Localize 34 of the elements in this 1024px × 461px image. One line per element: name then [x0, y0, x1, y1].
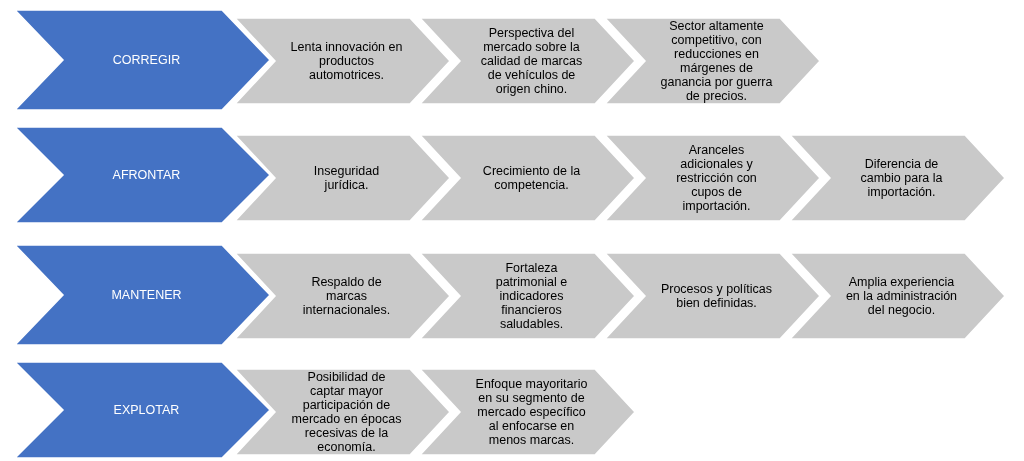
factor-banner: [420, 18, 635, 104]
item-text: Aranceles adicionales y restricción con cupos de importación.: [675, 143, 758, 213]
factor-banner: [235, 253, 450, 339]
item-text: Lenta innovación en productos automotrices.: [290, 40, 403, 82]
strategy-label: EXPLOTAR: [112, 403, 181, 417]
strategy-label: CORREGIR: [111, 53, 182, 67]
factor-banner: [605, 253, 820, 339]
strategy-banner: [15, 10, 270, 110]
item-text: Fortaleza patrimonial e indicadores financieros saludables.: [494, 261, 569, 331]
factor-banner: [420, 253, 635, 339]
strategy-label: AFRONTAR: [111, 168, 182, 182]
item-text: Amplia experiencia en la administración del negocio.: [845, 275, 958, 317]
item-text: Crecimiento de la competencia.: [481, 164, 582, 192]
item-text: Enfoque mayoritario en su segmento de mercado específico al enfocarse en menos marcas.: [475, 377, 588, 447]
item-text: Procesos y políticas bien definidas.: [660, 282, 773, 310]
item-text: Sector altamente competitivo, con reducciones en márgenes de ganancia por guerra de precios.: [660, 19, 773, 103]
strategy-banner: [15, 127, 270, 223]
item-text: Perspectiva del mercado sobre la calidad de marcas de vehículos de origen chino.: [479, 26, 584, 96]
item-text: Respaldo de marcas internacionales.: [301, 275, 392, 317]
strategy-label: MANTENER: [110, 288, 183, 302]
strategy-banner: [15, 245, 270, 345]
factor-banner: [235, 369, 450, 455]
factor-banner: [235, 18, 450, 104]
strategy-banner: [15, 362, 270, 458]
item-text: Inseguridad jurídica.: [312, 164, 381, 192]
factor-banner: [235, 135, 450, 221]
factor-banner: [790, 253, 1005, 339]
item-text: Diferencia de cambio para la importación.: [859, 157, 944, 199]
factor-banner: [605, 135, 820, 221]
factor-banner: [420, 135, 635, 221]
factor-banner: [605, 18, 820, 104]
item-text: Posibilidad de captar mayor participación de mercado en épocas recesivas de la economía.: [290, 370, 403, 454]
factor-banner: [790, 135, 1005, 221]
factor-banner: [420, 369, 635, 455]
